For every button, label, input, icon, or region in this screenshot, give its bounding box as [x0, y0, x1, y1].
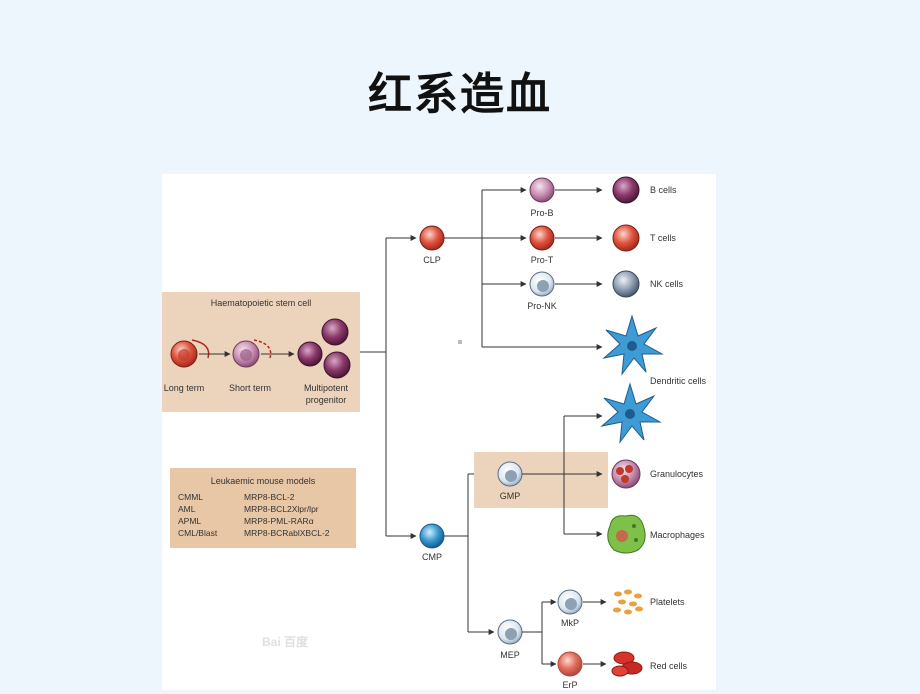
model-name: MRP8-BCRablXBCL-2 — [244, 528, 330, 538]
clp-label: CLP — [423, 255, 441, 265]
model-disease: CML/Blast — [178, 528, 218, 538]
multipotent-label: Multipotent — [304, 383, 349, 393]
platelets-cluster — [613, 589, 643, 615]
nk-cells-label: NK cells — [650, 279, 684, 289]
hsc-box-title: Haematopoietic stem cell — [211, 298, 312, 308]
pro-t-cell — [529, 225, 555, 251]
multipotent-cell — [297, 341, 323, 367]
self-renewal-arrow — [191, 339, 210, 359]
model-name: MRP8-BCL2Xlpr/lpr — [244, 504, 319, 514]
clp-cell — [419, 225, 445, 251]
dendritic-cells-label: Dendritic cells — [650, 376, 707, 386]
short-renewal-arrow — [253, 339, 272, 359]
haematopoiesis-diagram: Haematopoietic stem cell Long term Short… — [162, 174, 716, 690]
watermark: Bai 百度 — [262, 634, 309, 649]
model-disease: AML — [178, 504, 196, 514]
dendritic-cell — [602, 314, 664, 376]
multipotent-cell — [323, 351, 351, 379]
gmp-label: GMP — [500, 491, 521, 501]
gmp-highlight-box — [474, 452, 608, 508]
mep-label: MEP — [500, 650, 520, 660]
pro-b-cell — [529, 177, 555, 203]
macrophages-label: Macrophages — [650, 530, 705, 540]
model-disease: CMML — [178, 492, 203, 502]
mkp-label: MkP — [561, 618, 579, 628]
multipotent-cell — [321, 318, 349, 346]
cmp-cell — [419, 523, 445, 549]
red-cells-label: Red cells — [650, 661, 688, 671]
t-cell — [612, 224, 640, 252]
macrophage-cell — [607, 514, 646, 554]
cmp-label: CMP — [422, 552, 442, 562]
long-term-label: Long term — [164, 383, 205, 393]
pro-nk-label: Pro-NK — [527, 301, 557, 311]
dendritic-cell — [600, 382, 662, 444]
nk-cell — [612, 270, 640, 298]
t-cells-label: T cells — [650, 233, 676, 243]
pro-t-label: Pro-T — [531, 255, 554, 265]
model-name: MRP8-BCL-2 — [244, 492, 295, 502]
models-box-title: Leukaemic mouse models — [211, 476, 316, 486]
granulocytes-label: Granulocytes — [650, 469, 704, 479]
slide-title: 红系造血 — [368, 69, 552, 120]
b-cell — [612, 176, 640, 204]
short-term-label: Short term — [229, 383, 271, 393]
model-disease: APML — [178, 516, 201, 526]
red-cells-cluster — [611, 651, 643, 677]
leukaemic-models-box — [170, 468, 356, 548]
lineage-tree: Haematopoietic stem cell Long term Short… — [162, 176, 707, 690]
granulocyte-cell — [611, 459, 641, 489]
b-cells-label: B cells — [650, 185, 677, 195]
platelets-label: Platelets — [650, 597, 685, 607]
erp-cell — [557, 651, 583, 677]
model-name: MRP8-PML-RARα — [244, 516, 314, 526]
erp-label: ErP — [562, 680, 577, 690]
pro-b-label: Pro-B — [530, 208, 553, 218]
models-table: CMML MRP8-BCL-2 AML MRP8-BCL2Xlpr/lpr AP… — [178, 492, 330, 538]
progenitor-label: progenitor — [306, 395, 347, 405]
